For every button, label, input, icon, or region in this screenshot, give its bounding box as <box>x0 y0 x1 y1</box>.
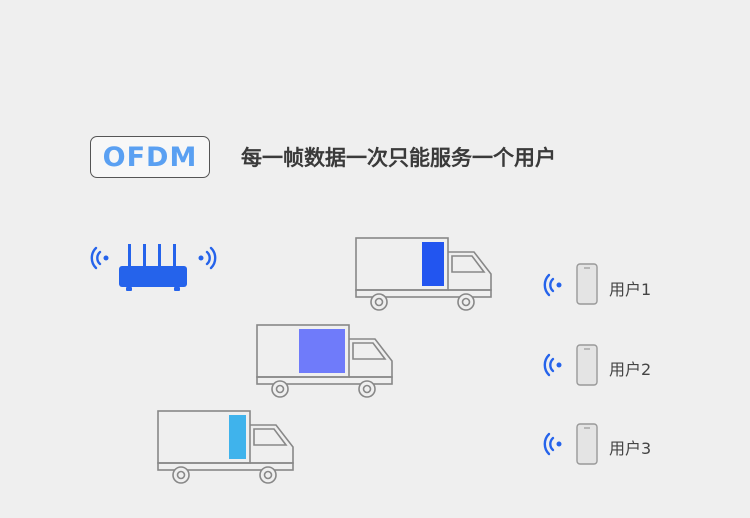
truck-1-cargo <box>422 242 444 286</box>
truck-1 <box>355 237 492 311</box>
phone-icon <box>576 423 598 465</box>
wifi-signal-icon <box>543 432 562 456</box>
headline: 每一帧数据一次只能服务一个用户 <box>241 146 556 170</box>
user-2-label: 用户2 <box>609 360 652 379</box>
ofdm-badge: OFDM <box>90 136 210 178</box>
user-1-label: 用户1 <box>609 280 652 299</box>
wifi-signal-icon <box>543 273 562 297</box>
phone-icon <box>576 344 598 386</box>
truck-3-cargo <box>229 415 246 459</box>
user-3-label: 用户3 <box>609 439 652 458</box>
wifi-signal-icon <box>543 353 562 377</box>
router-icon <box>119 244 187 291</box>
wifi-signal-icon <box>198 246 217 270</box>
ofdm-badge-label: OFDM <box>102 141 198 173</box>
truck-3 <box>157 410 294 484</box>
truck-2-cargo <box>299 329 345 373</box>
phone-icon <box>576 263 598 305</box>
truck-2 <box>256 324 393 398</box>
wifi-signal-icon <box>90 246 109 270</box>
